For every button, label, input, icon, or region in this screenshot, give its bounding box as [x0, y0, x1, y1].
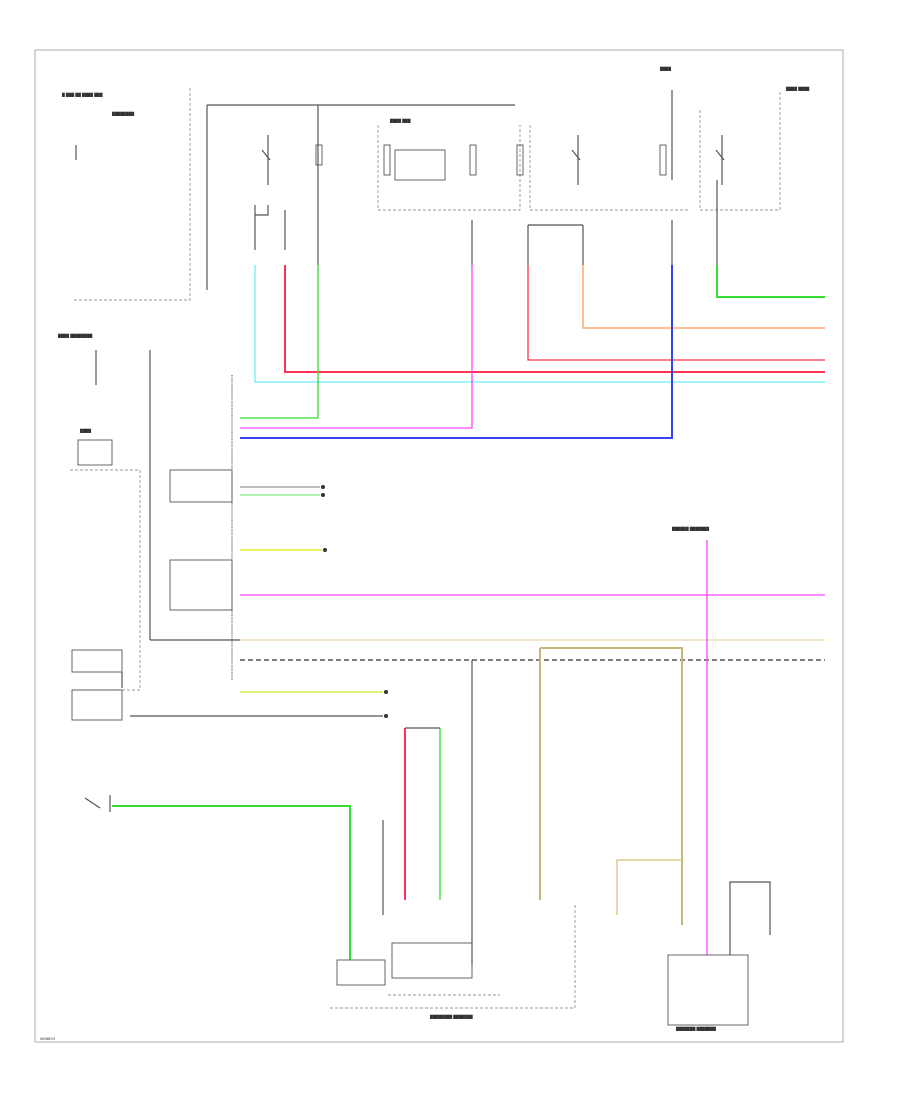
annot-top-right: ████	[659, 66, 671, 71]
lighting-control-module-box	[667, 954, 749, 1026]
annot-lower-right: ███████ ███████	[675, 1026, 716, 1031]
sensor-cluster-bracket	[330, 905, 576, 1009]
wire-tan-branch	[616, 859, 682, 915]
diagram-frame	[34, 49, 844, 1043]
relay-coil-1	[315, 144, 323, 166]
relay-3-contact	[571, 149, 581, 161]
annot-left-mid: ████ ████████	[57, 333, 93, 338]
annot-lower-center: ████████ ███████	[429, 1014, 473, 1019]
annot-top-center: ████ ███	[389, 118, 411, 123]
relay-4-contact	[715, 149, 725, 161]
annot-left-boxes: ████	[79, 428, 91, 433]
wire-red-top	[527, 265, 825, 361]
wire-red-left	[284, 265, 825, 373]
body-control-bracket	[70, 469, 141, 691]
annot-far-right: ████ ████	[785, 86, 809, 91]
wire-cyan	[254, 265, 825, 383]
brake-switch	[84, 797, 101, 809]
relay-coil-5	[659, 144, 667, 176]
wire-orange	[582, 265, 825, 329]
relay-box-far-right	[699, 90, 781, 211]
relay-module-bracket	[377, 125, 521, 211]
top-wires	[240, 265, 825, 439]
annot-mid-right: ██████ ███████	[671, 526, 709, 531]
left-module-box-2	[71, 689, 123, 721]
fuse-a-link	[255, 205, 269, 216]
relay-1-contact	[261, 149, 271, 161]
relay-coil-3	[469, 144, 477, 176]
wire-green-lower	[112, 805, 351, 960]
left-section	[70, 350, 825, 721]
wire-green-left	[240, 265, 319, 419]
module-box-lower-left	[336, 959, 386, 986]
arrow-dot-4	[384, 690, 388, 694]
headlight-relay-box	[77, 439, 113, 466]
fuse-box-left	[72, 88, 191, 301]
top-section	[72, 88, 781, 301]
annot-left-box: ████████	[111, 111, 134, 116]
lower-section	[84, 540, 771, 1026]
diagram-id-label: W06893	[40, 1037, 55, 1041]
wire-green-right	[716, 265, 825, 298]
arrow-dot-5	[384, 714, 388, 718]
left-module-box-1	[71, 649, 123, 673]
relay-module-center	[394, 149, 446, 181]
arrow-dot-1	[321, 485, 325, 489]
relay-coil-2	[383, 144, 391, 176]
wire-ground-right	[729, 881, 771, 955]
arrow-dot-3	[323, 548, 327, 552]
wire-tan-vert-1	[540, 647, 683, 925]
arrow-dot-2	[321, 493, 325, 497]
switch-box-1	[169, 469, 233, 503]
annotations: █ ███ ██ ████ ███ ████████ ████ ███ ████…	[40, 66, 809, 1041]
wire-pink-top	[240, 265, 473, 429]
annot-top-left: █ ███ ██ ████ ███	[61, 92, 103, 97]
switch-box-2	[169, 559, 233, 611]
fuse-box-right	[529, 125, 690, 211]
wire-blue	[240, 265, 673, 439]
module-box-lower-mid	[391, 942, 473, 979]
